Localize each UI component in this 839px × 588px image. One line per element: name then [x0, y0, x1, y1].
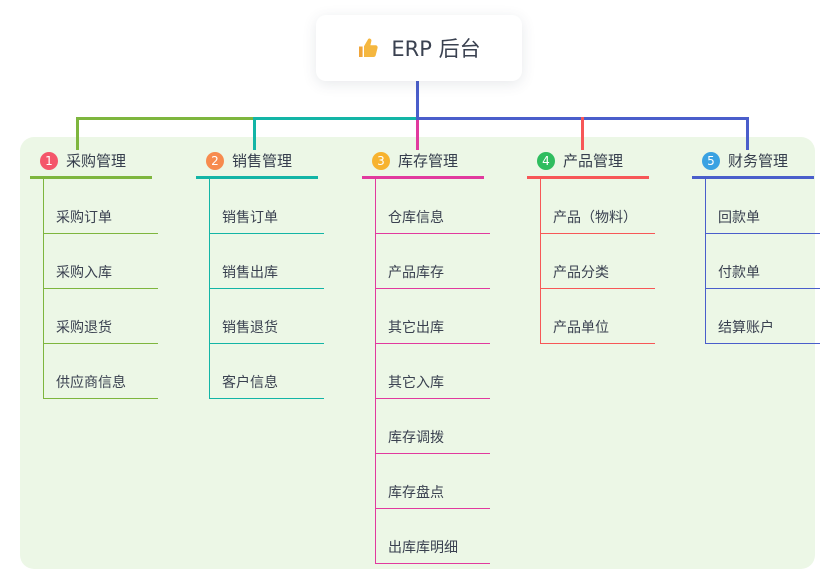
- branch-label: 产品管理: [563, 152, 624, 170]
- child-topic[interactable]: 采购订单: [44, 179, 158, 234]
- branch-header-finance[interactable]: 5 财务管理: [692, 150, 814, 179]
- child-topic[interactable]: 客户信息: [210, 344, 324, 399]
- child-topic[interactable]: 采购退货: [44, 289, 158, 344]
- branch-label: 库存管理: [398, 152, 459, 170]
- child-topic[interactable]: 付款单: [706, 234, 820, 289]
- branch-header-sales[interactable]: 2 销售管理: [196, 150, 318, 179]
- branch-inventory: 3 库存管理 仓库信息 产品库存 其它出库 其它入库 库存调拨 库存盘点 出库库…: [362, 150, 522, 564]
- child-topic[interactable]: 结算账户: [706, 289, 820, 344]
- connector-bus-sales: [253, 117, 417, 120]
- child-topic[interactable]: 供应商信息: [44, 344, 158, 399]
- branch-label: 采购管理: [66, 152, 127, 170]
- branch-number-badge: 4: [537, 151, 555, 170]
- connector-root-stem: [416, 81, 419, 120]
- branch-header-product[interactable]: 4 产品管理: [527, 150, 649, 179]
- branch-number-badge: 2: [206, 151, 224, 170]
- root-title: ERP 后台: [391, 37, 481, 61]
- child-topic[interactable]: 出库库明细: [376, 509, 490, 564]
- child-topic[interactable]: 销售退货: [210, 289, 324, 344]
- connector-bus-purchase: [76, 117, 254, 120]
- child-topic[interactable]: 产品单位: [541, 289, 655, 344]
- branches-panel: [20, 137, 815, 569]
- branch-number-badge: 1: [40, 151, 58, 170]
- connector-drop-purchase: [76, 117, 79, 150]
- branch-number-badge: 5: [702, 151, 720, 170]
- branch-header-inventory[interactable]: 3 库存管理: [362, 150, 484, 179]
- child-topic[interactable]: 销售订单: [210, 179, 324, 234]
- branch-finance: 5 财务管理 回款单 付款单 结算账户: [692, 150, 839, 344]
- branch-children: 回款单 付款单 结算账户: [705, 179, 820, 344]
- child-topic[interactable]: 其它出库: [376, 289, 490, 344]
- connector-drop-finance: [746, 117, 749, 150]
- connector-drop-sales: [253, 117, 256, 150]
- branch-purchase: 1 采购管理 采购订单 采购入库 采购退货 供应商信息: [30, 150, 190, 399]
- child-topic[interactable]: 仓库信息: [376, 179, 490, 234]
- connector-drop-product: [581, 117, 584, 150]
- thumbs-up-icon: [357, 36, 381, 60]
- branch-children: 采购订单 采购入库 采购退货 供应商信息: [43, 179, 158, 399]
- child-topic[interactable]: 产品库存: [376, 234, 490, 289]
- child-topic[interactable]: 产品分类: [541, 234, 655, 289]
- child-topic[interactable]: 回款单: [706, 179, 820, 234]
- child-topic[interactable]: 库存盘点: [376, 454, 490, 509]
- branch-children: 销售订单 销售出库 销售退货 客户信息: [209, 179, 324, 399]
- child-topic[interactable]: 其它入库: [376, 344, 490, 399]
- branch-sales: 2 销售管理 销售订单 销售出库 销售退货 客户信息: [196, 150, 356, 399]
- branch-number-badge: 3: [372, 151, 390, 170]
- child-topic[interactable]: 销售出库: [210, 234, 324, 289]
- branch-children: 产品（物料） 产品分类 产品单位: [540, 179, 655, 344]
- root-node[interactable]: ERP 后台: [316, 15, 522, 81]
- child-topic[interactable]: 产品（物料）: [541, 179, 655, 234]
- branch-children: 仓库信息 产品库存 其它出库 其它入库 库存调拨 库存盘点 出库库明细: [375, 179, 490, 564]
- child-topic[interactable]: 采购入库: [44, 234, 158, 289]
- branch-product: 4 产品管理 产品（物料） 产品分类 产品单位: [527, 150, 687, 344]
- branch-header-purchase[interactable]: 1 采购管理: [30, 150, 152, 179]
- branch-label: 销售管理: [232, 152, 293, 170]
- connector-drop-inventory: [416, 120, 419, 150]
- branch-label: 财务管理: [728, 152, 789, 170]
- child-topic[interactable]: 库存调拨: [376, 399, 490, 454]
